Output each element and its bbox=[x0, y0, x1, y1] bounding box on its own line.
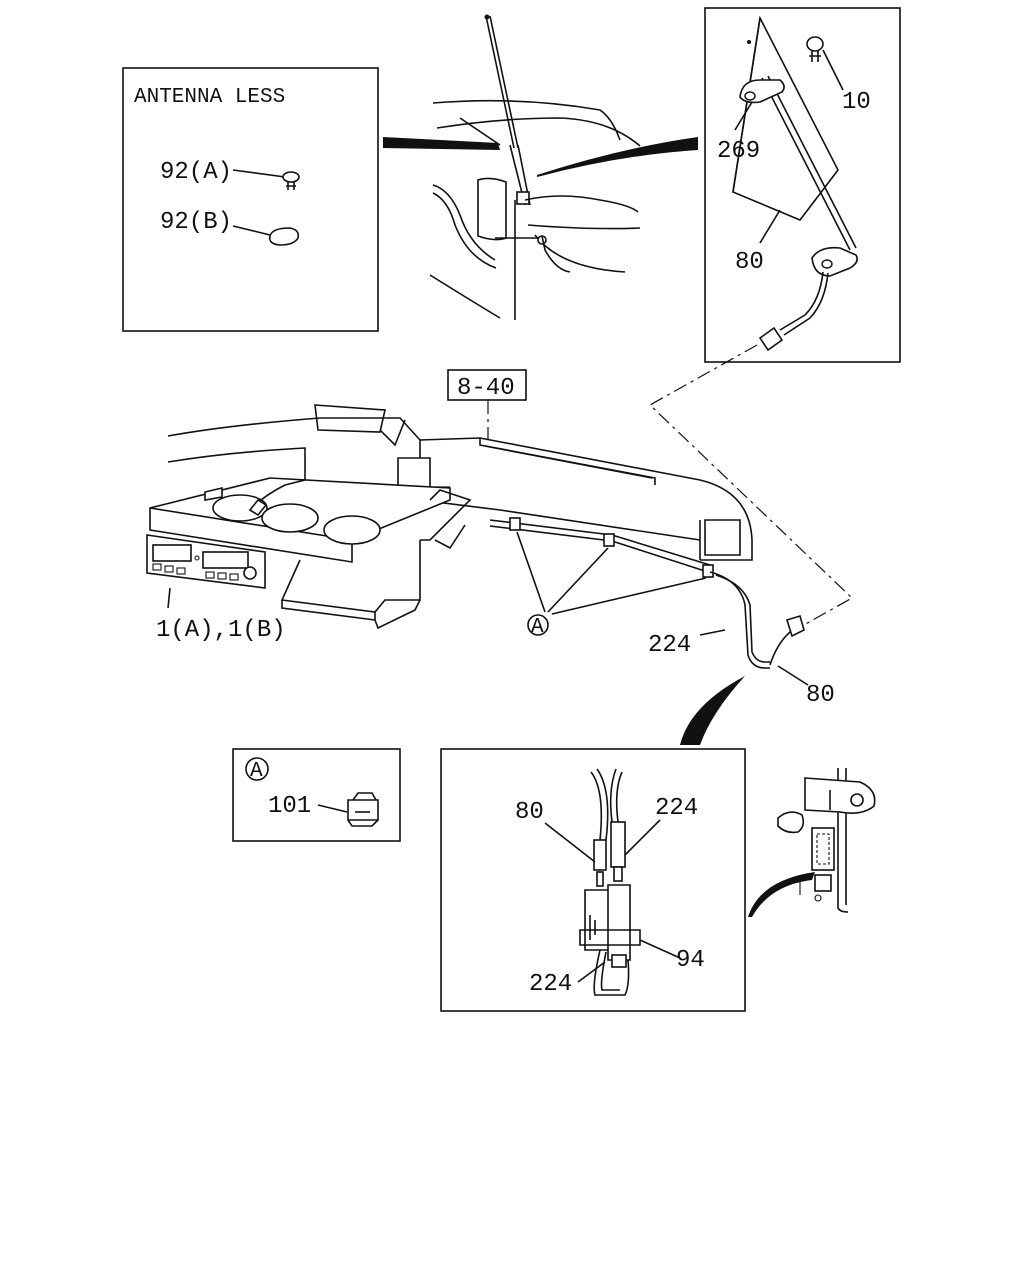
pointer-arrow-left bbox=[383, 137, 500, 150]
antenna-less-inset: ANTENNA LESS 92(A) 92(B) bbox=[122, 67, 379, 332]
part-10-label: 10 bbox=[842, 89, 871, 116]
pointer-arrow-right bbox=[537, 137, 698, 177]
connector-inset: 80 224 94 224 bbox=[440, 748, 746, 1012]
clip-101-icon bbox=[347, 792, 379, 827]
clip-a-inset: A 101 bbox=[232, 748, 401, 842]
part-92b-label: 92(B) bbox=[160, 209, 232, 236]
dashboard-assembly: 8-40 bbox=[146, 369, 835, 745]
part-80-connector-label: 80 bbox=[515, 799, 544, 826]
part-224-bottom-label: 224 bbox=[529, 971, 572, 998]
side-panel-detail bbox=[748, 768, 876, 917]
cable-224-label: 224 bbox=[648, 632, 691, 659]
cable-80-label: 80 bbox=[806, 682, 835, 709]
ref-box-8-40: 8-40 bbox=[457, 375, 515, 402]
pointer-arrow-panel bbox=[748, 872, 815, 917]
antenna-less-title: ANTENNA LESS bbox=[134, 86, 285, 109]
pointer-arrow-connector bbox=[680, 676, 745, 745]
screw-10-icon bbox=[806, 36, 824, 62]
antenna-mast-view bbox=[383, 14, 698, 320]
ref-a-callout: A bbox=[531, 616, 544, 639]
guide-line-antenna bbox=[648, 344, 854, 631]
part-94-label: 94 bbox=[676, 947, 705, 974]
radio-unit bbox=[146, 534, 266, 589]
part-80-mount-label: 80 bbox=[735, 249, 764, 276]
part-101-label: 101 bbox=[268, 793, 311, 820]
radio-part-label: 1(A),1(B) bbox=[156, 617, 286, 644]
clip-ref-a: A bbox=[250, 760, 263, 783]
part-92a-label: 92(A) bbox=[160, 159, 232, 186]
antenna-mount-inset: 10 269 80 bbox=[704, 7, 901, 363]
part-269-label: 269 bbox=[717, 138, 760, 165]
part-224-top-label: 224 bbox=[655, 795, 698, 822]
plug-92b-icon bbox=[268, 227, 300, 246]
screw-92a-icon bbox=[282, 171, 300, 190]
